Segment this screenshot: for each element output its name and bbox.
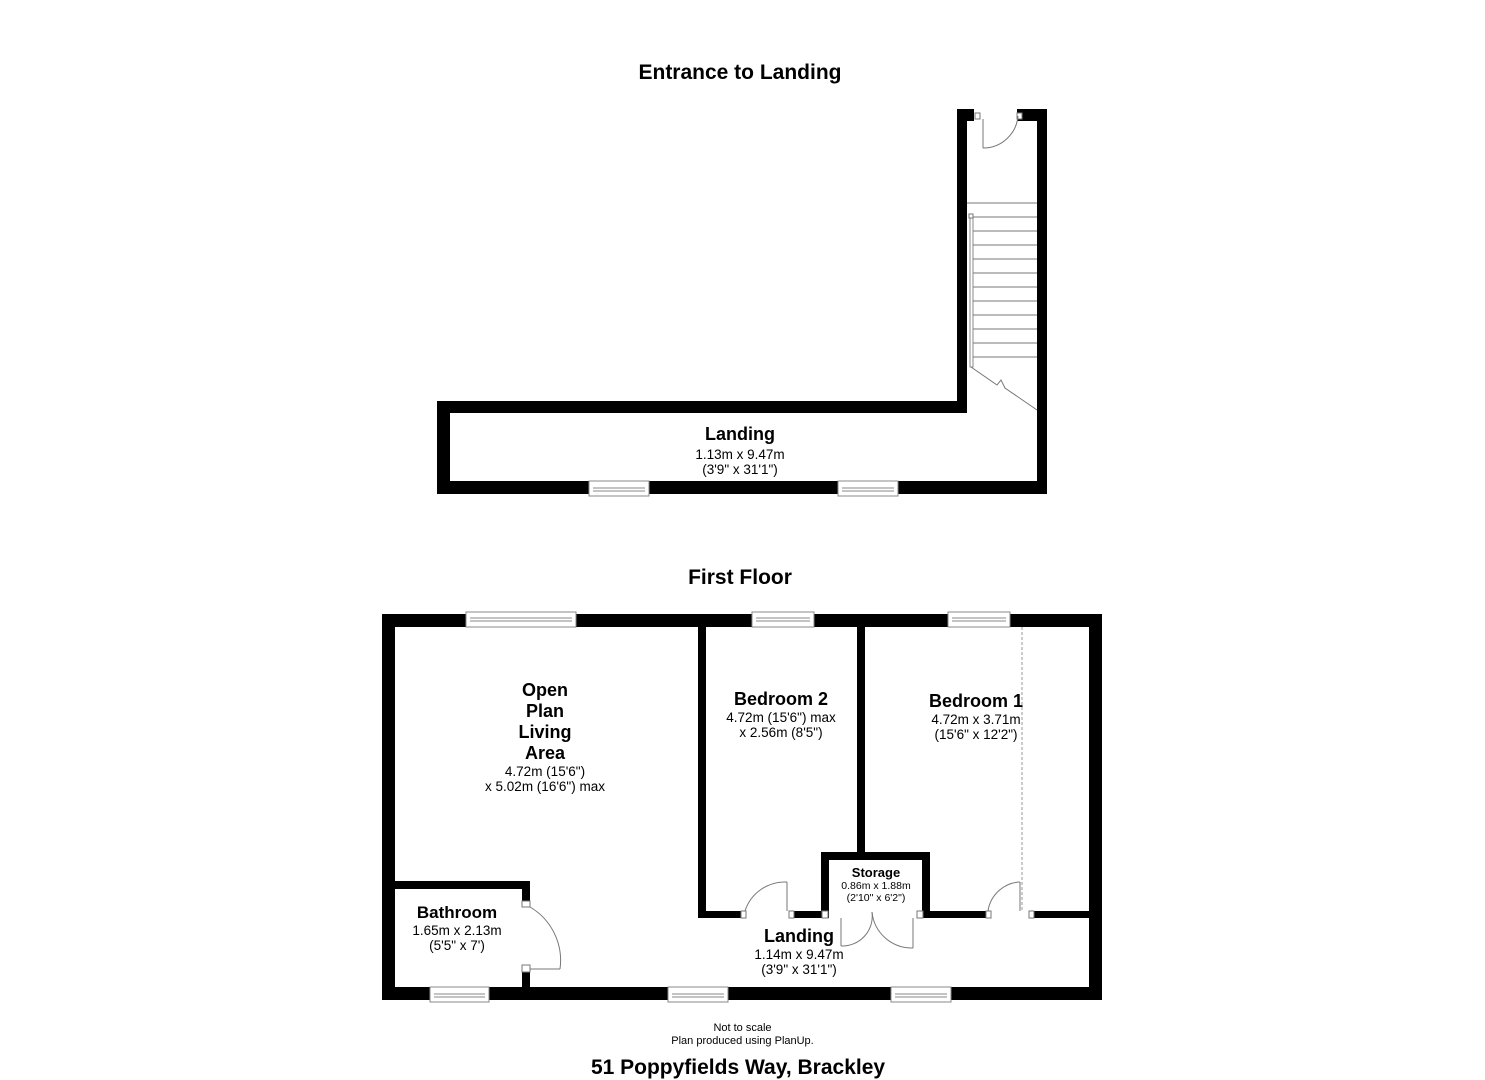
footer-plan-credit: Plan produced using PlanUp. — [671, 1035, 814, 1047]
room-label-entrance-landing: Landing 1.13m x 9.47m (3'9" x 31'1") — [695, 424, 784, 477]
room-label-living-area: Open Plan Living Area 4.72m (15'6") x 5.… — [485, 680, 605, 794]
room-label-bathroom: Bathroom 1.65m x 2.13m (5'5" x 7') — [412, 903, 501, 953]
window-icon — [667, 986, 729, 1003]
room-dim: (2'10" x 6'2") — [846, 892, 906, 904]
section-title-entrance: Entrance to Landing — [638, 61, 842, 84]
section-title-first-floor: First Floor — [688, 566, 792, 589]
window-icon — [429, 986, 490, 1003]
room-dim: 4.72m (15'6") max — [726, 710, 836, 725]
door-swing-icon — [985, 881, 1035, 919]
room-dim-metric: 1.13m x 9.47m — [695, 447, 785, 462]
room-dim: 1.14m x 9.47m — [754, 947, 844, 962]
window-icon — [890, 986, 952, 1003]
room-dim: x 2.56m (8'5") — [739, 725, 823, 740]
room-name: Storage — [851, 865, 901, 880]
room-name: Bedroom 2 — [733, 689, 829, 709]
door-swing-icon — [974, 112, 1023, 149]
room-dim: x 5.02m (16'6") max — [485, 779, 605, 794]
door-swing-icon — [740, 881, 795, 919]
room-dim: 1.65m x 2.13m — [412, 923, 502, 938]
room-name: Bedroom 1 — [928, 691, 1024, 711]
room-label-storage: Storage 0.86m x 1.88m (2'10" x 6'2") — [841, 865, 910, 904]
staircase-icon — [967, 202, 1038, 411]
room-name: Landing — [704, 424, 775, 444]
room-dim: 4.72m x 3.71m — [931, 712, 1021, 727]
room-name-line: Plan — [525, 701, 565, 721]
room-name: Bathroom — [416, 903, 498, 922]
room-dim-imperial: (3'9" x 31'1") — [702, 462, 778, 477]
room-dim: (5'5" x 7') — [429, 938, 485, 953]
room-label-bedroom-1: Bedroom 1 4.72m x 3.71m (15'6" x 12'2") — [929, 691, 1023, 742]
room-dim: 4.72m (15'6") — [504, 764, 586, 779]
window-icon — [751, 611, 815, 628]
window-icon — [837, 480, 899, 497]
room-dim: (15'6" x 12'2") — [934, 727, 1018, 742]
room-name-line: Living — [518, 722, 572, 742]
window-icon — [947, 611, 1011, 628]
double-door-swing-icon — [821, 910, 924, 949]
window-icon — [588, 480, 650, 497]
room-label-bedroom-2: Bedroom 2 4.72m (15'6") max x 2.56m (8'5… — [726, 689, 835, 740]
room-name-line: Open — [521, 680, 569, 700]
door-swing-icon — [521, 900, 562, 973]
room-dim: (3'9" x 31'1") — [761, 962, 837, 977]
property-address: 51 Poppyfields Way, Brackley — [590, 1056, 886, 1079]
room-label-first-floor-landing: Landing 1.14m x 9.47m (3'9" x 31'1") — [754, 926, 843, 977]
room-name: Landing — [763, 926, 834, 946]
room-name-line: Area — [524, 743, 566, 763]
room-dim: 0.86m x 1.88m — [841, 880, 911, 892]
footer-not-to-scale: Not to scale — [713, 1022, 772, 1034]
window-icon — [465, 611, 577, 628]
